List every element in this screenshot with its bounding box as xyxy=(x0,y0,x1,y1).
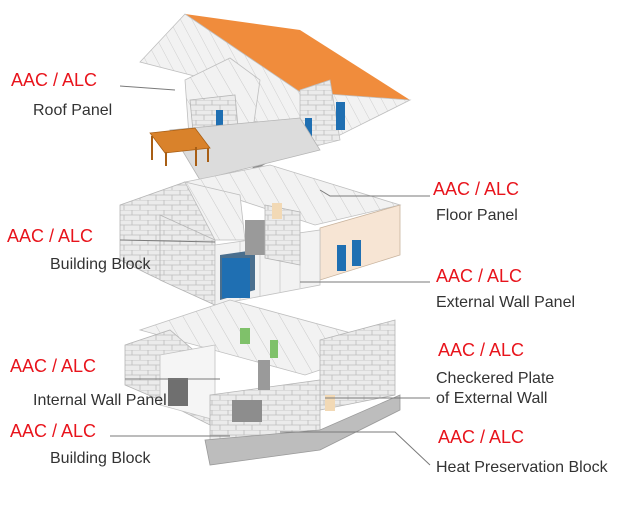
ground-gray-block xyxy=(232,400,262,422)
checkered-plate-label-line1: Checkered Plate xyxy=(436,370,555,387)
checkered-plate-code: AAC / ALC xyxy=(438,340,525,360)
middle-window-1 xyxy=(337,245,346,271)
middle-window-blue xyxy=(222,258,250,298)
middle-inner-partition xyxy=(264,204,301,266)
building-block-lower-label: Building Block xyxy=(50,450,151,467)
external-wall-panel-code: AAC / ALC xyxy=(436,266,523,286)
roof-window-mid xyxy=(305,118,312,140)
ground-door-accent xyxy=(325,395,335,411)
checkered-plate-label-line2: of External Wall xyxy=(436,390,548,407)
ground-level xyxy=(124,299,401,466)
building-block-upper-code: AAC / ALC xyxy=(7,226,94,246)
leader-lines xyxy=(110,85,431,466)
middle-door xyxy=(272,203,282,219)
roof-window-right xyxy=(336,102,345,130)
external-wall-panel-label: External Wall Panel xyxy=(436,294,576,311)
roof-panel-code: AAC / ALC xyxy=(11,70,98,90)
floor-panel-code: AAC / ALC xyxy=(433,179,520,199)
internal-wall-panel-label: Internal Wall Panel xyxy=(33,392,167,409)
ground-gray-fixture xyxy=(258,360,270,390)
middle-stair-block xyxy=(245,220,265,255)
floor-panel-label: Floor Panel xyxy=(436,207,518,224)
building-block-upper-label: Building Block xyxy=(50,256,151,273)
leader-roof-panel xyxy=(119,85,176,91)
ground-green-panel-2 xyxy=(270,340,278,358)
leader-floor-panel xyxy=(319,189,430,197)
leader-building-block-upper xyxy=(119,239,216,243)
middle-level xyxy=(119,164,402,306)
roof-orange-slope xyxy=(185,14,410,100)
ground-green-panel-1 xyxy=(240,328,250,344)
roof-panel-label: Roof Panel xyxy=(33,102,113,119)
heat-preservation-block-code: AAC / ALC xyxy=(438,427,525,447)
leader-heat-preservation-block xyxy=(280,431,431,466)
heat-preservation-block-label: Heat Preservation Block xyxy=(436,459,608,476)
roof-level xyxy=(139,13,412,181)
ground-dark-appliance xyxy=(168,378,188,406)
ground-base-slab xyxy=(204,394,401,466)
wooden-deck xyxy=(149,127,211,166)
building-block-lower-code: AAC / ALC xyxy=(10,421,97,441)
middle-window-2 xyxy=(352,240,361,266)
internal-wall-panel-code: AAC / ALC xyxy=(10,356,97,376)
roof-floor-slab xyxy=(169,117,321,181)
roof-window-left xyxy=(216,110,223,132)
